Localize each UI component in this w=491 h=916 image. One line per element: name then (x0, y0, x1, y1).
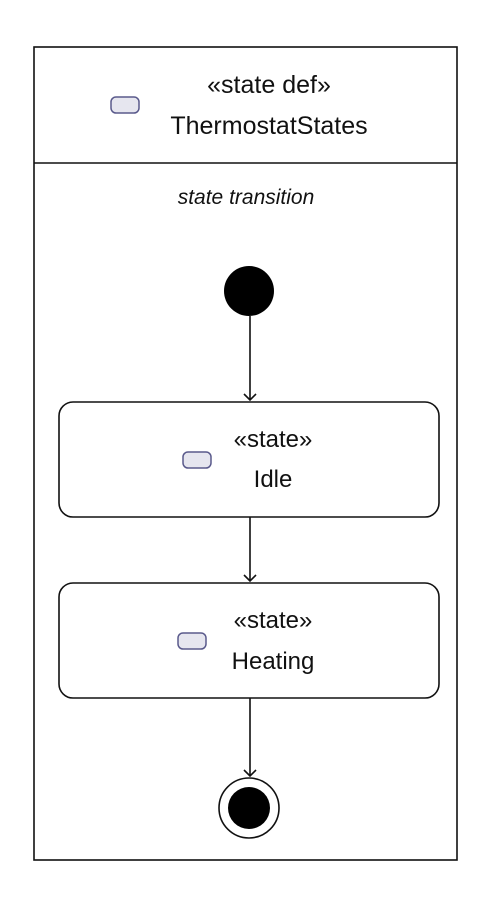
state-idle-stereotype: «state» (233, 426, 313, 453)
state-heating-icon (177, 632, 207, 650)
state-heating-stereotype: «state» (233, 607, 313, 634)
state-def-name: ThermostatStates (170, 112, 368, 140)
state-heating[interactable] (58, 582, 440, 699)
state-heating-name: Heating (231, 648, 315, 675)
initial-node[interactable] (224, 266, 274, 316)
state-idle-name: Idle (253, 466, 293, 493)
state-def-icon (110, 96, 140, 114)
compartment-label: state transition (177, 186, 315, 209)
state-idle-icon (182, 451, 212, 469)
final-node-core (228, 787, 270, 829)
state-idle[interactable] (58, 401, 440, 518)
state-def-stereotype: «state def» (207, 71, 331, 99)
